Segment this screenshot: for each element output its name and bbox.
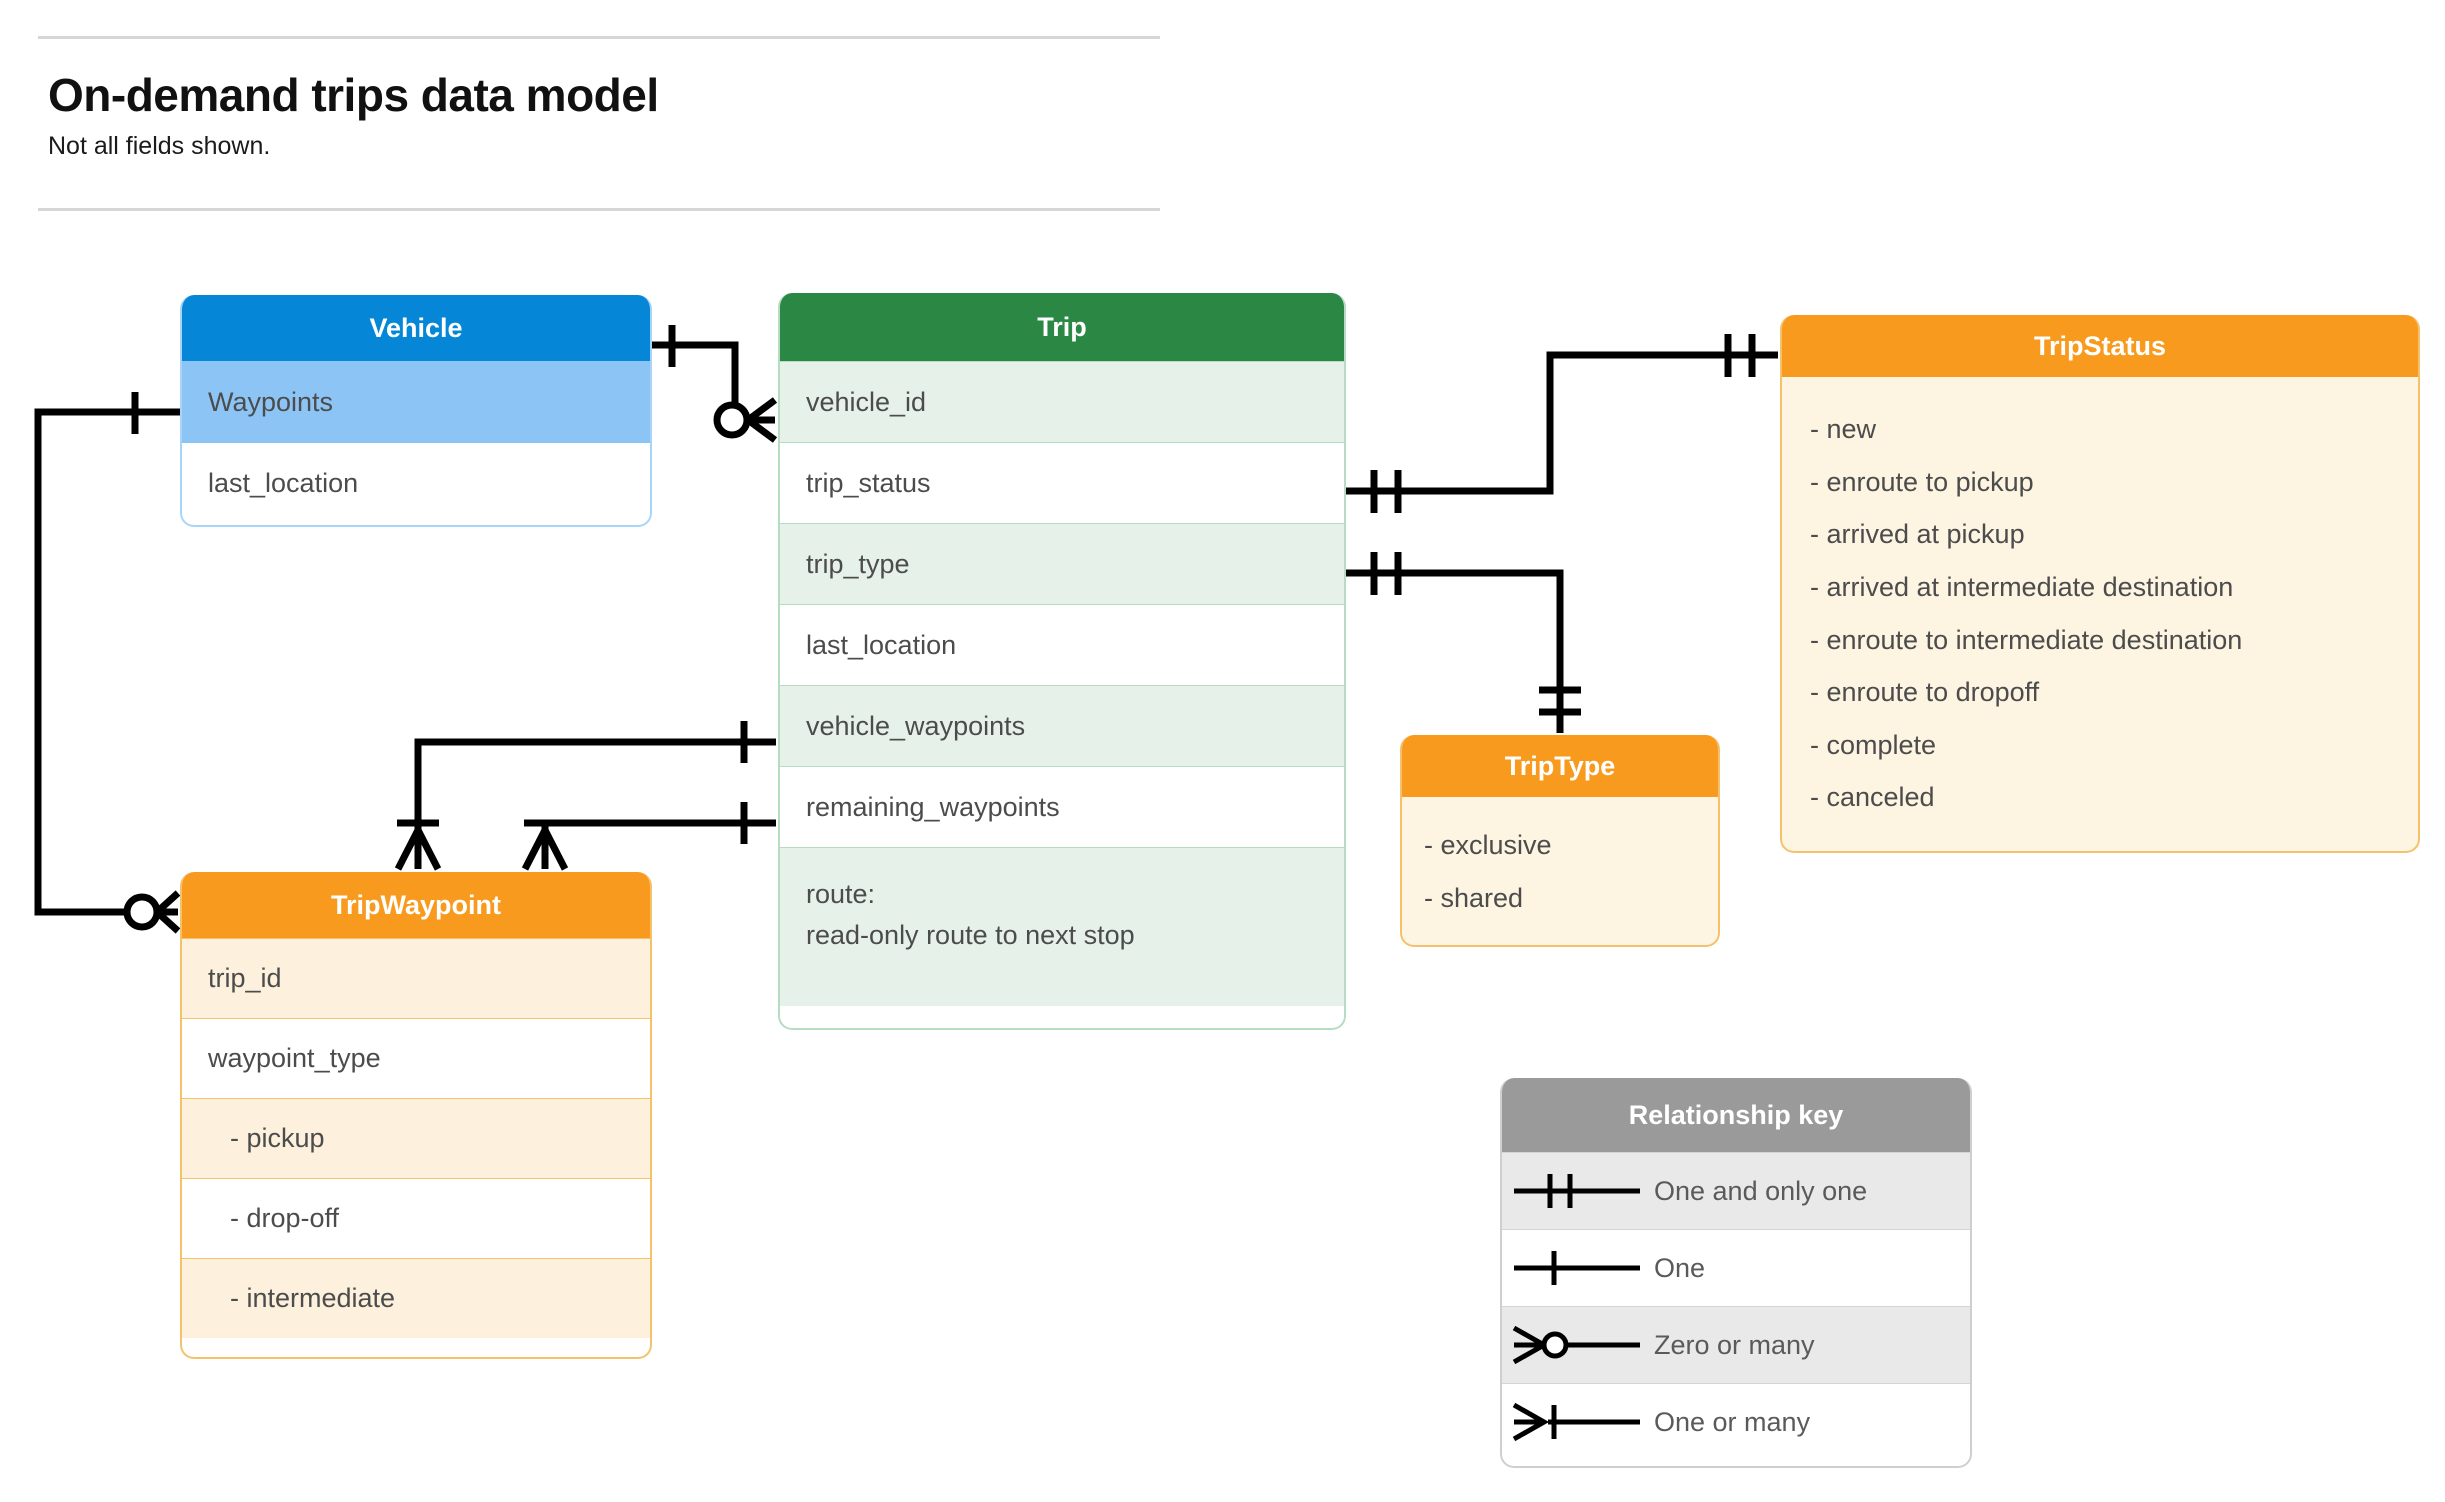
tripstatus-value: - complete [1810,729,1937,760]
field-tripwaypoint-trip-id[interactable]: trip_id [182,938,650,1018]
one-or-many-icon [1502,1399,1654,1445]
field-vehicle-last-location[interactable]: last_location [182,443,650,523]
legend-label: One or many [1654,1406,1811,1437]
legend-title: Relationship key [1502,1078,1970,1152]
page-title: On-demand trips data model [48,69,659,121]
header-divider-top [38,36,1160,39]
field-trip-vehicle-waypoints[interactable]: vehicle_waypoints [780,685,1344,766]
tripstatus-value: - arrived at pickup [1810,519,2025,550]
field-trip-route[interactable]: route: read-only route to next stop [780,847,1344,1006]
triptype-value: - exclusive [1424,830,1552,860]
legend-label: One [1654,1252,1706,1283]
waypoint-type-dropoff: - drop-off [182,1178,650,1258]
entity-triptype[interactable]: TripType - exclusive - shared [1400,735,1720,947]
entity-tripstatus[interactable]: TripStatus - new - enroute to pickup - a… [1780,315,2420,853]
connector-vehicle-waypoints-field-to-tripwaypoint [394,721,776,871]
zero-or-many-icon [1502,1322,1654,1368]
legend-label: One and only one [1654,1175,1868,1206]
legend-row-one: One [1502,1229,1970,1306]
connector-trip-type-to-triptype [1346,552,1581,733]
tripstatus-value-list: - new - enroute to pickup - arrived at p… [1782,377,2418,824]
connector-vehicle-to-trip [652,325,778,443]
field-tripwaypoint-waypoint-type[interactable]: waypoint_type [182,1018,650,1098]
field-trip-route-label: route: [806,879,876,909]
relationship-key-legend: Relationship key One and only one One [1500,1078,1972,1468]
legend-row-one-or-many: One or many [1502,1383,1970,1460]
header-divider-bottom [38,208,1160,211]
field-trip-remaining-waypoints[interactable]: remaining_waypoints [780,766,1344,847]
field-vehicle-waypoints[interactable]: Waypoints [182,361,650,443]
connector-vehicle-waypoints-to-tripwaypoint [34,392,181,934]
triptype-value: - shared [1424,882,1524,913]
tripstatus-value: - canceled [1810,782,1935,813]
entity-triptype-title: TripType [1402,735,1718,797]
legend-row-one-and-only-one: One and only one [1502,1152,1970,1229]
tripstatus-value: - enroute to pickup [1810,466,2034,497]
page-subtitle: Not all fields shown. [48,132,271,160]
entity-tripwaypoint[interactable]: TripWaypoint trip_id waypoint_type - pic… [180,872,652,1359]
legend-row-zero-or-many: Zero or many [1502,1306,1970,1383]
field-trip-vehicle-id[interactable]: vehicle_id [780,361,1344,442]
tripstatus-value: - arrived at intermediate destination [1810,571,2234,602]
field-trip-trip-status[interactable]: trip_status [780,442,1344,523]
entity-trip[interactable]: Trip vehicle_id trip_status trip_type la… [778,293,1346,1030]
tripstatus-value: - enroute to dropoff [1810,677,2040,708]
connector-remaining-waypoints-to-tripwaypoint [521,802,776,871]
tripstatus-value: - new [1810,414,1877,444]
field-trip-last-location[interactable]: last_location [780,604,1344,685]
connector-trip-status-to-tripstatus [1346,334,1778,513]
waypoint-type-pickup: - pickup [182,1098,650,1178]
entity-trip-title: Trip [780,293,1344,361]
entity-vehicle-title: Vehicle [182,295,650,361]
entity-tripwaypoint-title: TripWaypoint [182,872,650,938]
tripstatus-value: - enroute to intermediate destination [1810,624,2243,655]
entity-vehicle[interactable]: Vehicle Waypoints last_location [180,295,652,527]
legend-label: Zero or many [1654,1329,1815,1360]
field-trip-trip-type[interactable]: trip_type [780,523,1344,604]
waypoint-type-intermediate: - intermediate [182,1258,650,1338]
one-icon [1502,1245,1654,1291]
field-trip-route-description: read-only route to next stop [806,920,1135,951]
triptype-value-list: - exclusive - shared [1402,797,1718,924]
one-and-only-one-icon [1502,1168,1654,1214]
entity-tripstatus-title: TripStatus [1782,315,2418,377]
